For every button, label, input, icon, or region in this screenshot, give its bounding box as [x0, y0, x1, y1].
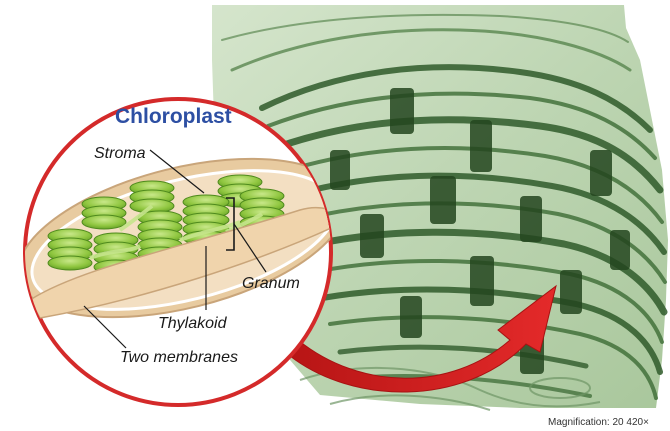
- stroma-label: Stroma: [94, 145, 146, 162]
- two-membranes-label: Two membranes: [120, 349, 238, 366]
- diagram-title: Chloroplast: [115, 105, 232, 128]
- granum-label: Granum: [242, 275, 300, 292]
- granum-stack: [82, 197, 126, 229]
- granum-stack: [48, 229, 92, 270]
- magnification-label: Magnification: 20 420×: [548, 417, 649, 428]
- thylakoid-label: Thylakoid: [158, 315, 228, 332]
